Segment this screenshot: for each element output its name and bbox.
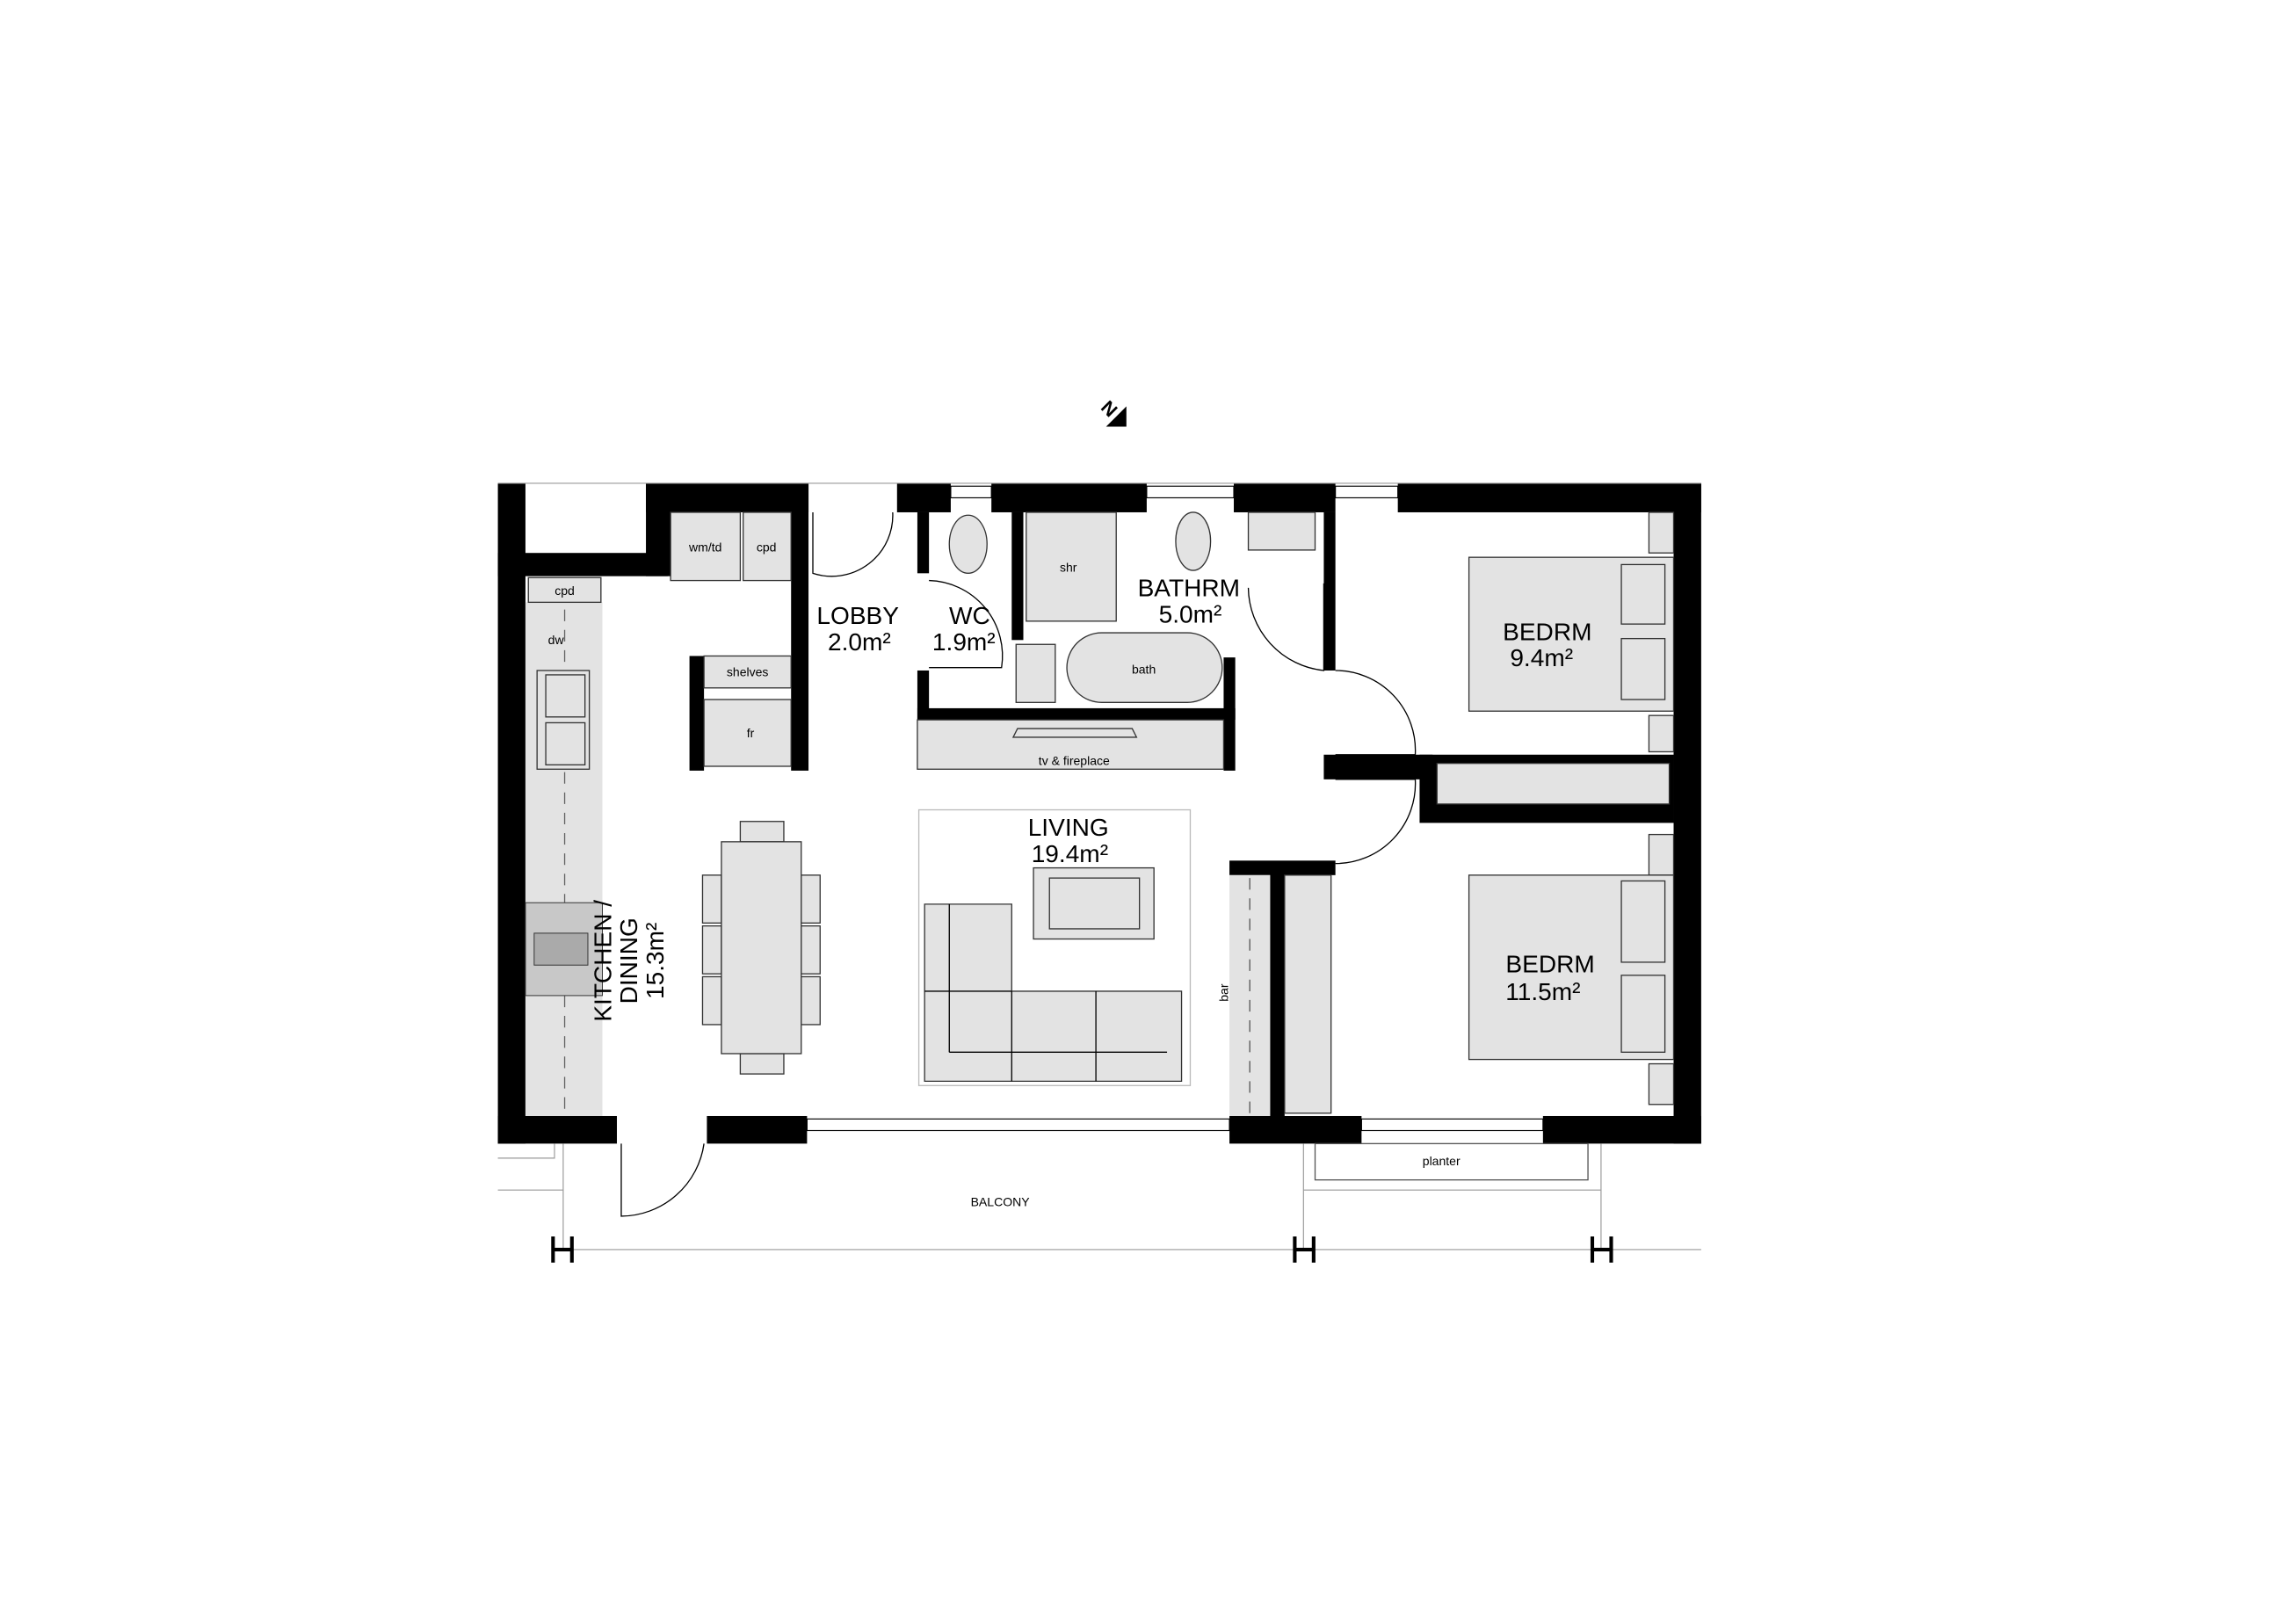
lobby-area: 2.0m² xyxy=(828,628,891,656)
fridge-label: fr xyxy=(747,726,755,740)
cpd-label: cpd xyxy=(555,584,575,598)
bedroom2-area: 11.5m² xyxy=(1505,978,1580,1005)
wm-td-label: wm/td xyxy=(688,540,721,555)
shelves-label: shelves xyxy=(727,665,769,679)
lobby-name: LOBBY xyxy=(816,602,899,629)
tv-fireplace-label: tv & fireplace xyxy=(1039,753,1110,767)
toilet-icon xyxy=(1175,511,1212,571)
bathroom-fixtures: shr bath tv & fireplace xyxy=(917,511,1316,770)
bedroom2-name: BEDRM xyxy=(1505,950,1594,977)
sink-icon xyxy=(536,670,591,770)
dishwasher-label: dw xyxy=(548,633,565,647)
bedroom-1-furniture xyxy=(1468,511,1675,753)
kitchen-area: 15.3m² xyxy=(641,923,669,999)
living-name: LIVING xyxy=(1028,814,1109,841)
north-arrow-icon: N xyxy=(1097,396,1127,427)
room-labels: LOBBY 2.0m² WC 1.9m² BATHRM 5.0m² BEDRM … xyxy=(589,575,1594,1022)
bar: bar xyxy=(1216,874,1332,1116)
wc-area: 1.9m² xyxy=(932,628,996,656)
kitchen-name-2: DINING xyxy=(615,917,642,1004)
bedroom1-name: BEDRM xyxy=(1503,618,1591,645)
bathroom-area: 5.0m² xyxy=(1159,600,1222,627)
balcony: planter BALCONY xyxy=(497,1142,1701,1263)
cpd-label-2: cpd xyxy=(757,540,777,555)
kitchen-fixtures: cpd dw wm/td cpd shelves fr xyxy=(525,511,792,1116)
bedroom-2-furniture xyxy=(1468,833,1675,1106)
balcony-label: BALCONY xyxy=(971,1194,1031,1208)
kitchen-name-1: KITCHEN / xyxy=(589,900,616,1022)
bathroom-name: BATHRM xyxy=(1138,575,1240,602)
bedroom1-area: 9.4m² xyxy=(1510,644,1573,671)
doors xyxy=(620,511,1417,1217)
bath-label: bath xyxy=(1132,662,1156,676)
walls xyxy=(497,482,1701,1144)
toilet-icon xyxy=(948,514,988,574)
wc-name: WC xyxy=(949,602,990,629)
basin-icon xyxy=(1247,511,1316,551)
bar-label: bar xyxy=(1216,983,1230,1002)
gridline-marker-icon xyxy=(551,1236,1613,1263)
sofa xyxy=(924,903,1183,1083)
living-furniture xyxy=(917,808,1192,1086)
shower-label: shr xyxy=(1060,561,1077,575)
hob-icon xyxy=(525,902,603,997)
basin-icon xyxy=(1015,643,1056,703)
living-area: 19.4m² xyxy=(1032,840,1108,867)
dining-table xyxy=(701,821,821,1075)
planter-label: planter xyxy=(1423,1154,1461,1168)
rug xyxy=(917,808,1192,1086)
